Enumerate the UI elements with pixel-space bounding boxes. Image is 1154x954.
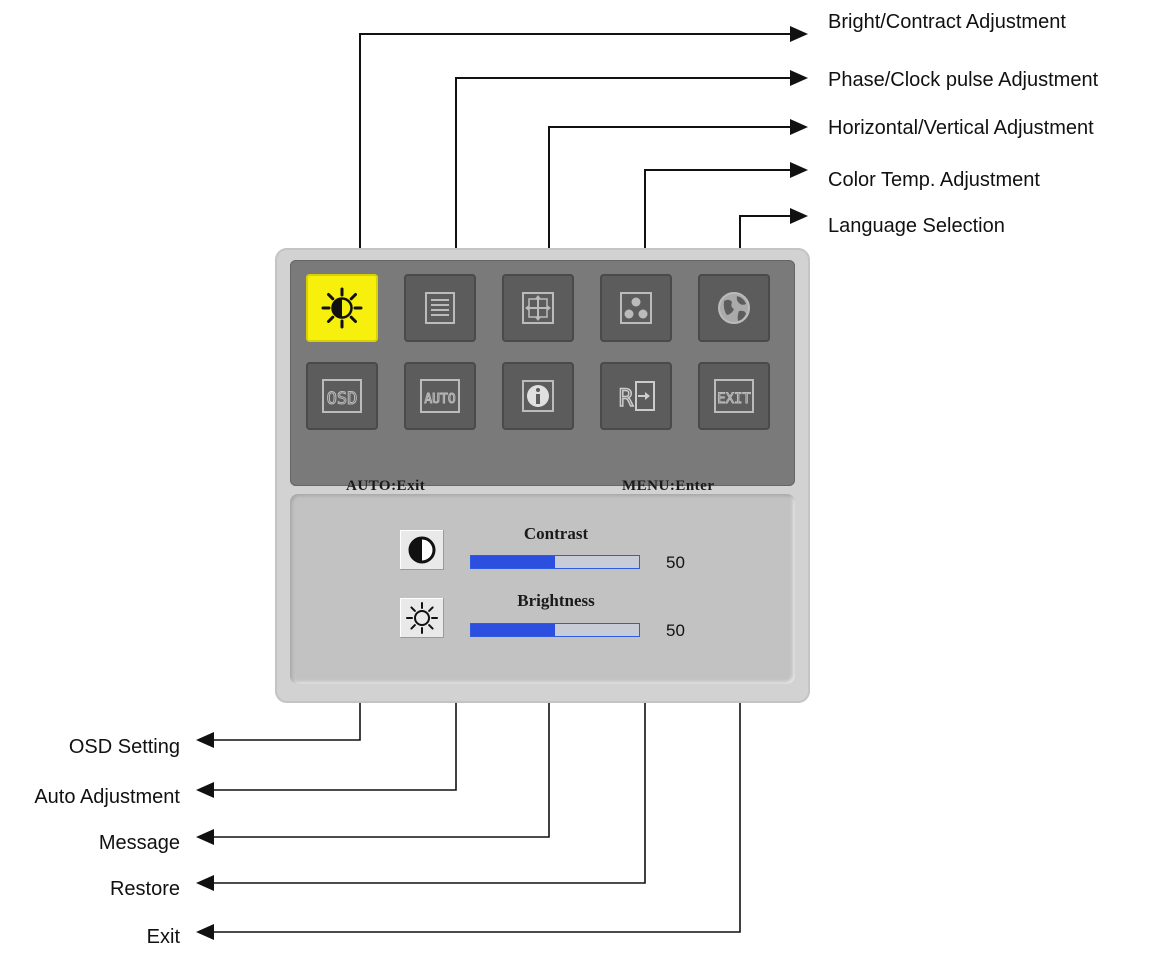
arrowhead-phase-clock — [790, 70, 808, 86]
exit-icon-text: EXIT — [717, 391, 751, 407]
callout-phase-clock: Phase/Clock pulse Adjustment — [828, 69, 1099, 91]
arrowhead-bright-contract — [790, 26, 808, 42]
brightness-slider-fill — [471, 624, 555, 636]
arrowhead-color-temp — [790, 162, 808, 178]
contrast-icon — [400, 530, 444, 570]
hint-menu-enter: MENU:Enter — [622, 478, 715, 494]
callout-horizontal-vertical: Horizontal/Vertical Adjustment — [828, 117, 1094, 139]
brightness-contrast-icon[interactable] — [306, 274, 378, 342]
callout-exit: Exit — [146, 926, 180, 948]
arrowhead-auto-adjustment — [196, 782, 214, 798]
callout-osd-setting: OSD Setting — [68, 736, 180, 758]
callout-restore: Restore — [109, 878, 180, 900]
callout-language: Language Selection — [828, 215, 1005, 237]
callout-auto-adjustment: Auto Adjustment — [34, 786, 180, 808]
connector-bright-contract — [359, 33, 790, 298]
osd-icon-text: OSD — [327, 389, 358, 409]
callout-color-temp: Color Temp. Adjustment — [828, 169, 1040, 191]
arrowhead-osd-setting — [196, 732, 214, 748]
restore-icon[interactable]: R — [600, 362, 672, 430]
language-globe-icon[interactable] — [698, 274, 770, 342]
connector-phase-clock — [455, 77, 790, 298]
arrowhead-exit — [196, 924, 214, 940]
contrast-value: 50 — [666, 553, 685, 572]
arrowhead-restore — [196, 875, 214, 891]
contrast-label: Contrast — [523, 524, 589, 543]
contrast-slider-fill — [471, 556, 555, 568]
hint-auto-exit: AUTO:Exit — [346, 478, 426, 494]
auto-adjust-icon[interactable]: AUTO — [404, 362, 476, 430]
osd-setting-icon[interactable]: OSD — [306, 362, 378, 430]
arrowhead-message — [196, 829, 214, 845]
brightness-label: Brightness — [517, 591, 595, 610]
main-menu-panel: OSD AUTO R — [290, 260, 795, 494]
color-temp-icon[interactable] — [600, 274, 672, 342]
adjustment-panel: Contrast 50 Brightness 50 — [290, 494, 795, 684]
brightness-value: 50 — [666, 621, 685, 640]
contrast-slider[interactable] — [470, 555, 640, 569]
phase-clock-icon[interactable] — [404, 274, 476, 342]
brightness-slider[interactable] — [470, 623, 640, 637]
auto-icon-text: AUTO — [424, 392, 455, 407]
callout-bright-contract: Bright/Contract Adjustment — [828, 11, 1066, 33]
callout-message: Message — [98, 832, 180, 854]
arrowhead-language — [790, 208, 808, 224]
arrowhead-horizontal-vertical — [790, 119, 808, 135]
connector-horizontal-vertical — [548, 126, 790, 298]
restore-icon-text: R — [619, 384, 634, 412]
exit-icon[interactable]: EXIT — [698, 362, 770, 430]
information-icon[interactable] — [502, 362, 574, 430]
sun-icon — [400, 598, 444, 638]
position-icon[interactable] — [502, 274, 574, 342]
osd-menu: OSD AUTO R — [275, 248, 810, 703]
